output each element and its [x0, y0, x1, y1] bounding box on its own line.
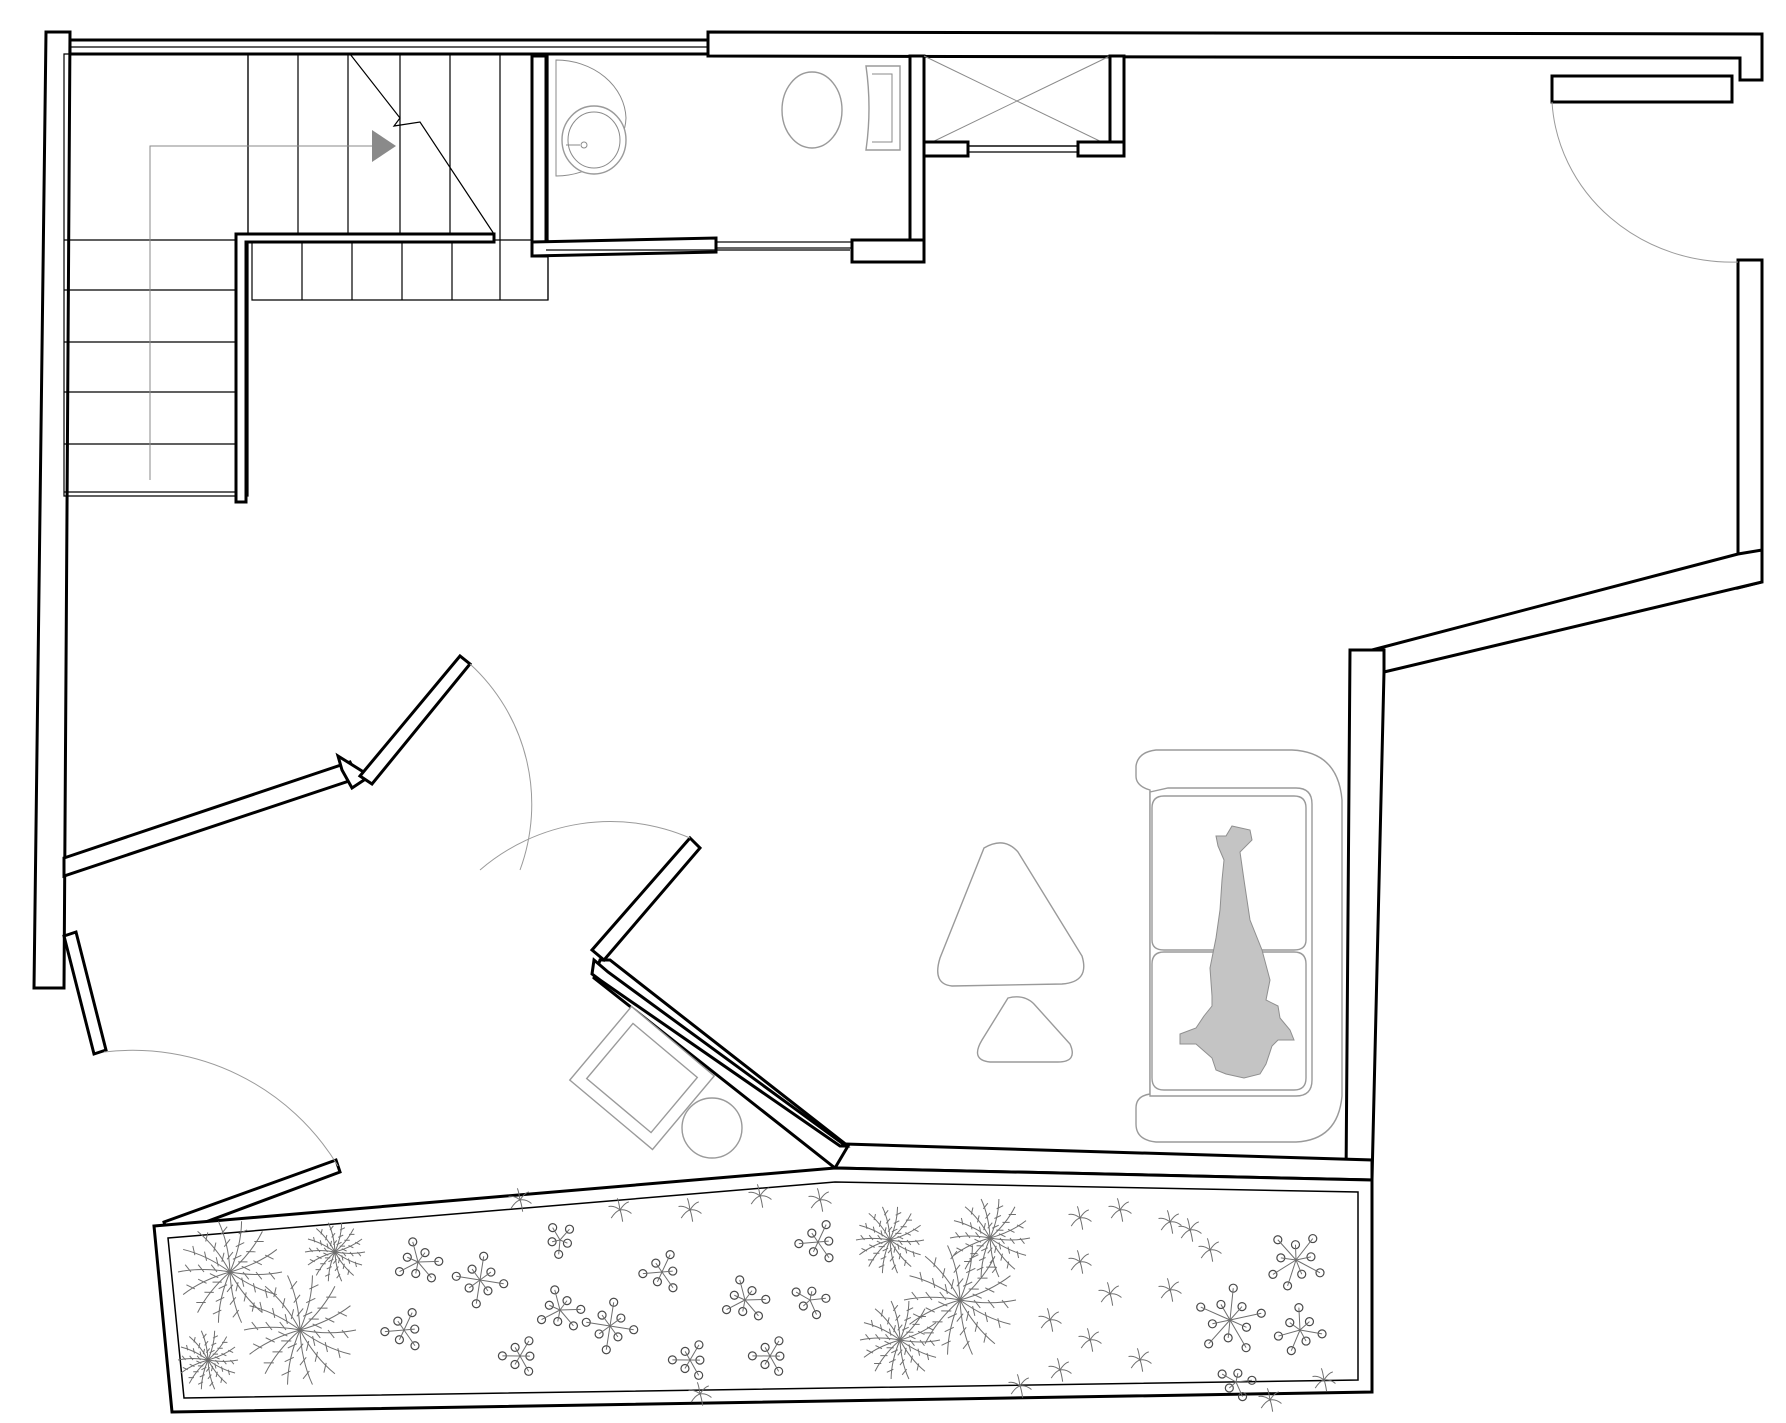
- shrub-icon: [1048, 1358, 1072, 1382]
- flower-cluster-icon: [791, 1286, 831, 1320]
- shrub-icon: [177, 1221, 283, 1323]
- wall-top-right: [706, 30, 1764, 82]
- shrub-icon: [859, 1300, 941, 1380]
- shrub-icon: [1128, 1348, 1152, 1372]
- planter: [152, 1166, 1374, 1414]
- wall-entry-jamb-left: [62, 930, 108, 1056]
- shrub-icon: [1098, 1282, 1122, 1306]
- shrub-icon: [1258, 1388, 1282, 1412]
- shrub-icon: [678, 1198, 702, 1222]
- wall-left: [32, 30, 72, 990]
- shrub-icon: [304, 1222, 366, 1282]
- wall-angled-left: [62, 760, 361, 879]
- shrub-icon: [608, 1198, 632, 1222]
- shrub-icon: [949, 1198, 1031, 1278]
- door-swings: [103, 101, 1739, 1167]
- stool: [976, 996, 1073, 1063]
- wall-angled-tip: [335, 752, 373, 791]
- flower-cluster-icon: [581, 1297, 639, 1355]
- flower-cluster-icon: [536, 1285, 586, 1331]
- shrub-icon: [808, 1188, 832, 1212]
- closet-wall-bottom: [922, 140, 970, 158]
- shrub-icon: [1158, 1210, 1182, 1234]
- shrub-icon: [855, 1206, 925, 1274]
- closet-wall-bottom-right: [1076, 140, 1126, 158]
- stair: [63, 53, 549, 504]
- flower-cluster-icon: [547, 1223, 575, 1259]
- reclining-person-icon: [1179, 825, 1295, 1079]
- shrub-icon: [748, 1184, 772, 1208]
- door-swing-lower-left: [103, 1049, 339, 1167]
- flower-cluster-icon: [667, 1340, 705, 1380]
- shrub-icon: [243, 1275, 357, 1385]
- stair-wall: [234, 232, 496, 504]
- shrub-icon: [1178, 1218, 1202, 1242]
- bathroom-wall-left: [530, 54, 548, 258]
- shrub-icon: [508, 1188, 532, 1212]
- triangle-arrow-icon: [372, 130, 396, 162]
- lounge: [568, 749, 1343, 1159]
- flower-cluster-icon: [794, 1220, 834, 1263]
- flower-cluster-icon: [1217, 1368, 1257, 1402]
- toilet-bowl: [781, 71, 843, 149]
- side-table: [681, 1097, 743, 1159]
- walls: [32, 30, 1764, 1238]
- door-swing-top-right: [1551, 101, 1739, 263]
- shrub-icon: [1068, 1206, 1092, 1230]
- bathroom: [530, 54, 926, 264]
- door-swing-middle: [479, 821, 691, 871]
- bathroom-wall-front-right: [850, 238, 926, 264]
- flower-cluster-icon: [380, 1308, 420, 1351]
- shrub-icon: [1078, 1328, 1102, 1352]
- wall-right-lower: [1344, 648, 1386, 1182]
- toilet-tank: [865, 65, 901, 151]
- flower-cluster-icon: [394, 1237, 444, 1283]
- shrub-icon: [177, 1330, 239, 1390]
- sink: [561, 105, 627, 175]
- closet: [922, 54, 1126, 158]
- shrub-icon: [688, 1382, 712, 1406]
- wall-top-right-return: [1550, 74, 1734, 104]
- flower-cluster-icon: [451, 1251, 509, 1309]
- shrub-icon: [1158, 1278, 1182, 1302]
- flower-cluster-icon: [1268, 1233, 1325, 1291]
- armchair: [568, 1005, 716, 1151]
- wall-entry-jamb-right: [589, 835, 703, 963]
- flower-cluster-icon: [747, 1336, 785, 1376]
- door-swing-upper-left: [469, 663, 533, 871]
- wall-right-diagonal: [1369, 548, 1764, 674]
- wall-right-upper: [1736, 258, 1764, 590]
- planting: [177, 1184, 1336, 1412]
- shrub-icon: [1312, 1368, 1336, 1392]
- triangle-table: [937, 842, 1085, 987]
- bathroom-wall-front: [530, 236, 718, 258]
- flower-cluster-icon: [497, 1336, 535, 1376]
- shrub-icon: [1198, 1238, 1222, 1262]
- flower-cluster-icon: [1196, 1283, 1266, 1353]
- shrub-icon: [1068, 1250, 1092, 1274]
- flower-cluster-icon: [1273, 1303, 1327, 1356]
- shrub-icon: [1008, 1374, 1032, 1398]
- shrub-icon: [1038, 1308, 1062, 1332]
- wall-angled-upper: [357, 653, 473, 787]
- shrub-icon: [903, 1245, 1017, 1355]
- bathroom-wall-right: [908, 54, 926, 264]
- shrub-icon: [1108, 1198, 1132, 1222]
- flower-cluster-icon: [638, 1250, 678, 1293]
- wall-diagonal-step: [590, 957, 851, 1148]
- flower-cluster-icon: [721, 1275, 771, 1321]
